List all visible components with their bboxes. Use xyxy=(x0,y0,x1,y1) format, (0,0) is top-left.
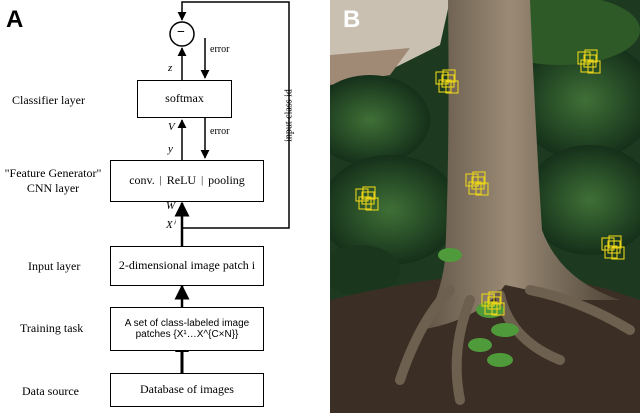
tree-trunk xyxy=(420,0,620,330)
brick-edge xyxy=(330,48,410,85)
patch-marker xyxy=(491,302,505,316)
tree-roots xyxy=(395,285,635,405)
y-label: y⃗ xyxy=(168,143,182,155)
classifier-layer-label: Classifier layer xyxy=(12,93,85,107)
patch-marker xyxy=(365,197,379,211)
softmax-label: softmax xyxy=(165,91,204,106)
panel-b-letter: B xyxy=(343,6,361,33)
patch-marker xyxy=(358,196,372,210)
patch-marker-cluster xyxy=(481,291,505,316)
v-label: V xyxy=(168,121,175,133)
tree-photo-drawing xyxy=(330,0,640,413)
input-box-label: 2-dimensional image patch i xyxy=(118,258,256,273)
leaf-clusters xyxy=(330,0,640,295)
feature-generator-label: "Feature Generator" CNN layer xyxy=(0,166,106,196)
feature-generator-line2: CNN layer xyxy=(26,181,80,195)
training-box-line2: patches {X¹…X^{C×N}} xyxy=(135,329,239,340)
w-label: W xyxy=(166,200,176,212)
relu-label: ReLU xyxy=(166,173,197,188)
input-layer-label: Input layer xyxy=(28,259,81,273)
database-box-label: Database of images xyxy=(140,382,234,397)
input-class-id-label: input class id xyxy=(283,89,295,142)
cnn-separator-2: | xyxy=(201,175,204,187)
training-box-line1: A set of class-labeled image xyxy=(124,317,250,329)
input-box: 2-dimensional image patch i xyxy=(110,246,264,286)
patch-marker xyxy=(608,235,622,249)
tree-photo xyxy=(330,0,640,413)
feature-generator-line1: "Feature Generator" xyxy=(4,166,102,180)
class-id-loop xyxy=(177,1,290,229)
patch-marker xyxy=(584,49,598,63)
patch-marker xyxy=(604,245,618,259)
x-label: Xⁱ xyxy=(166,219,175,231)
patch-marker xyxy=(611,246,625,260)
patch-markers xyxy=(355,49,625,316)
patch-marker-cluster xyxy=(601,235,625,260)
panel-a-connectors xyxy=(169,1,290,373)
cnn-separator-1: | xyxy=(159,175,162,187)
patch-marker xyxy=(445,80,459,94)
panel-a-letter: A xyxy=(6,6,24,33)
training-box: A set of class-labeled image patches {X¹… xyxy=(110,307,264,351)
patch-marker xyxy=(475,182,489,196)
patch-marker xyxy=(362,186,376,200)
patch-marker xyxy=(484,301,498,315)
patch-marker xyxy=(468,181,482,195)
minus-sign: − xyxy=(177,25,185,40)
data-source-label: Data source xyxy=(22,384,79,398)
softmax-box: softmax xyxy=(137,80,232,118)
patch-marker xyxy=(488,291,502,305)
subtract-node xyxy=(169,21,195,47)
error-label-top: error xyxy=(210,44,230,55)
patch-marker xyxy=(587,60,601,74)
patch-marker xyxy=(438,79,452,93)
patch-marker xyxy=(442,69,456,83)
conv-label: conv. xyxy=(129,173,155,188)
patch-marker-cluster xyxy=(577,49,601,74)
error-label-mid: error xyxy=(210,126,230,137)
database-box: Database of images xyxy=(110,373,264,407)
patch-marker-cluster xyxy=(465,171,489,196)
patch-marker-cluster xyxy=(435,69,459,94)
training-task-label: Training task xyxy=(20,321,84,335)
patch-marker xyxy=(472,171,486,185)
z-label: z⃗ xyxy=(168,62,181,74)
pooling-label: pooling xyxy=(208,173,245,188)
patch-marker-cluster xyxy=(355,186,379,211)
cnn-box: conv. | ReLU | pooling xyxy=(110,160,264,202)
patch-marker xyxy=(580,59,594,73)
